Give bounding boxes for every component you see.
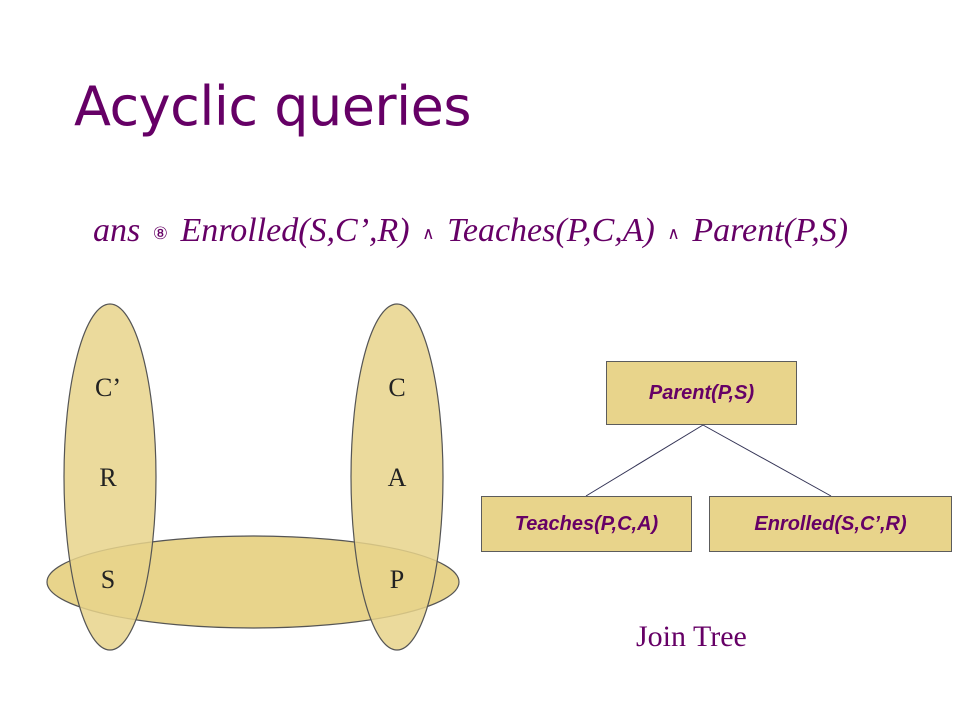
query-expression: ans ⑧ Enrolled(S,C’,R) ∧ Teaches(P,C,A) … [93, 214, 848, 248]
hyperedge-enrolled [63, 303, 157, 651]
vertex-p: P [390, 565, 404, 594]
vertex-c-prime: C’ [95, 373, 121, 402]
query-head: ans [93, 212, 141, 249]
query-atom-parent: Parent(P,S) [692, 212, 849, 249]
join-tree-caption: Join Tree [636, 620, 747, 653]
join-tree-child-teaches: Teaches(P,C,A) [481, 496, 692, 552]
vertex-s: S [101, 565, 115, 594]
tree-edge-teaches [585, 424, 704, 497]
query-atom-enrolled: Enrolled(S,C’,R) [180, 212, 410, 249]
conjunction-symbol: ∧ [422, 223, 435, 243]
join-tree-child-enrolled: Enrolled(S,C’,R) [709, 496, 952, 552]
query-atom-teaches: Teaches(P,C,A) [447, 212, 655, 249]
conjunction-symbol: ∧ [667, 223, 680, 243]
vertex-a: A [388, 463, 407, 492]
slide-title: Acyclic queries [74, 75, 471, 138]
join-tree-root-node: Parent(P,S) [606, 361, 797, 425]
tree-edge-enrolled [702, 424, 832, 497]
implication-symbol: ⑧ [152, 223, 168, 243]
vertex-r: R [99, 463, 117, 492]
hyperedge-teaches [350, 303, 444, 651]
vertex-c: C [388, 373, 405, 402]
